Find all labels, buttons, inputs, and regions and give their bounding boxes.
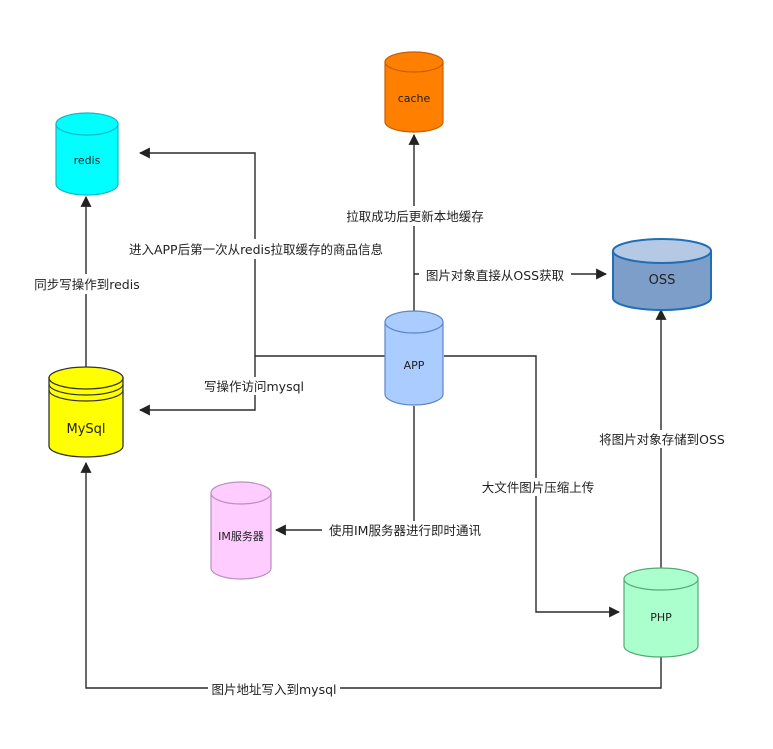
mysql-ring-2 bbox=[48, 389, 124, 402]
edge-label-app-to-im: 使用IM服务器进行即时通讯 bbox=[329, 523, 481, 538]
cache-cylinder bbox=[384, 61, 444, 133]
cache-cylinder-top bbox=[384, 51, 444, 73]
redis-cylinder bbox=[55, 123, 119, 196]
node-im-server[interactable]: IM服务器 bbox=[210, 481, 272, 580]
edge-php-to-mysql: 图片地址写入到mysql bbox=[80, 461, 662, 698]
node-cache[interactable]: cache bbox=[384, 51, 444, 133]
edge-app-to-mysql: 写操作访问mysql bbox=[138, 356, 308, 416]
edge-label-app-to-php: 大文件图片压缩上传 bbox=[482, 480, 595, 495]
im-cylinder-top bbox=[210, 481, 272, 505]
edge-label-app-to-mysql: 写操作访问mysql bbox=[204, 379, 304, 394]
oss-cylinder-top bbox=[612, 238, 712, 264]
edge-label-mysql-to-redis: 同步写操作到redis bbox=[34, 277, 139, 292]
node-redis[interactable]: redis bbox=[55, 112, 119, 196]
app-cylinder bbox=[384, 321, 444, 406]
edge-label-app-to-oss: 图片对象直接从OSS获取 bbox=[426, 268, 565, 283]
edge-app-to-oss: 图片对象直接从OSS获取 bbox=[414, 266, 608, 284]
edge-app-to-redis: 进入APP后第一次从redis拉取缓存的商品信息 bbox=[116, 147, 396, 357]
node-label-im-server: IM服务器 bbox=[218, 530, 264, 543]
edge-label-app-to-redis: 进入APP后第一次从redis拉取缓存的商品信息 bbox=[129, 242, 383, 257]
node-label-redis: redis bbox=[74, 154, 101, 167]
mysql-ring-1 bbox=[48, 383, 124, 396]
node-label-mysql: MySql bbox=[66, 422, 105, 437]
node-label-app: APP bbox=[404, 359, 425, 372]
node-php[interactable]: PHP bbox=[623, 567, 699, 658]
node-label-oss: OSS bbox=[649, 273, 676, 288]
node-label-php: PHP bbox=[650, 611, 672, 624]
redis-cylinder-top bbox=[55, 112, 119, 136]
edge-php-to-oss: 将图片对象存储到OSS bbox=[594, 308, 732, 570]
node-mysql[interactable]: MySql bbox=[48, 366, 124, 458]
node-label-cache: cache bbox=[398, 92, 431, 105]
edge-label-php-to-mysql: 图片地址写入到mysql bbox=[212, 682, 337, 697]
edge-app-to-im: 使用IM服务器进行即时通讯 bbox=[274, 406, 488, 539]
php-cylinder-top bbox=[623, 567, 699, 591]
edge-app-to-cache: 拉取成功后更新本地缓存 bbox=[340, 133, 490, 312]
edge-app-to-php: 大文件图片压缩上传 bbox=[444, 355, 621, 618]
mysql-cylinder-top bbox=[48, 366, 124, 390]
im-cylinder bbox=[210, 492, 272, 580]
app-cylinder-top bbox=[384, 310, 444, 334]
node-oss[interactable]: OSS bbox=[612, 238, 712, 311]
edge-mysql-to-redis: 同步写操作到redis bbox=[31, 195, 143, 370]
oss-cylinder bbox=[612, 250, 712, 311]
php-cylinder bbox=[623, 578, 699, 658]
edge-label-php-to-oss: 将图片对象存储到OSS bbox=[599, 432, 725, 447]
edge-label-app-to-cache: 拉取成功后更新本地缓存 bbox=[346, 209, 484, 224]
node-app[interactable]: APP bbox=[384, 310, 444, 406]
mysql-cylinder bbox=[48, 377, 124, 458]
